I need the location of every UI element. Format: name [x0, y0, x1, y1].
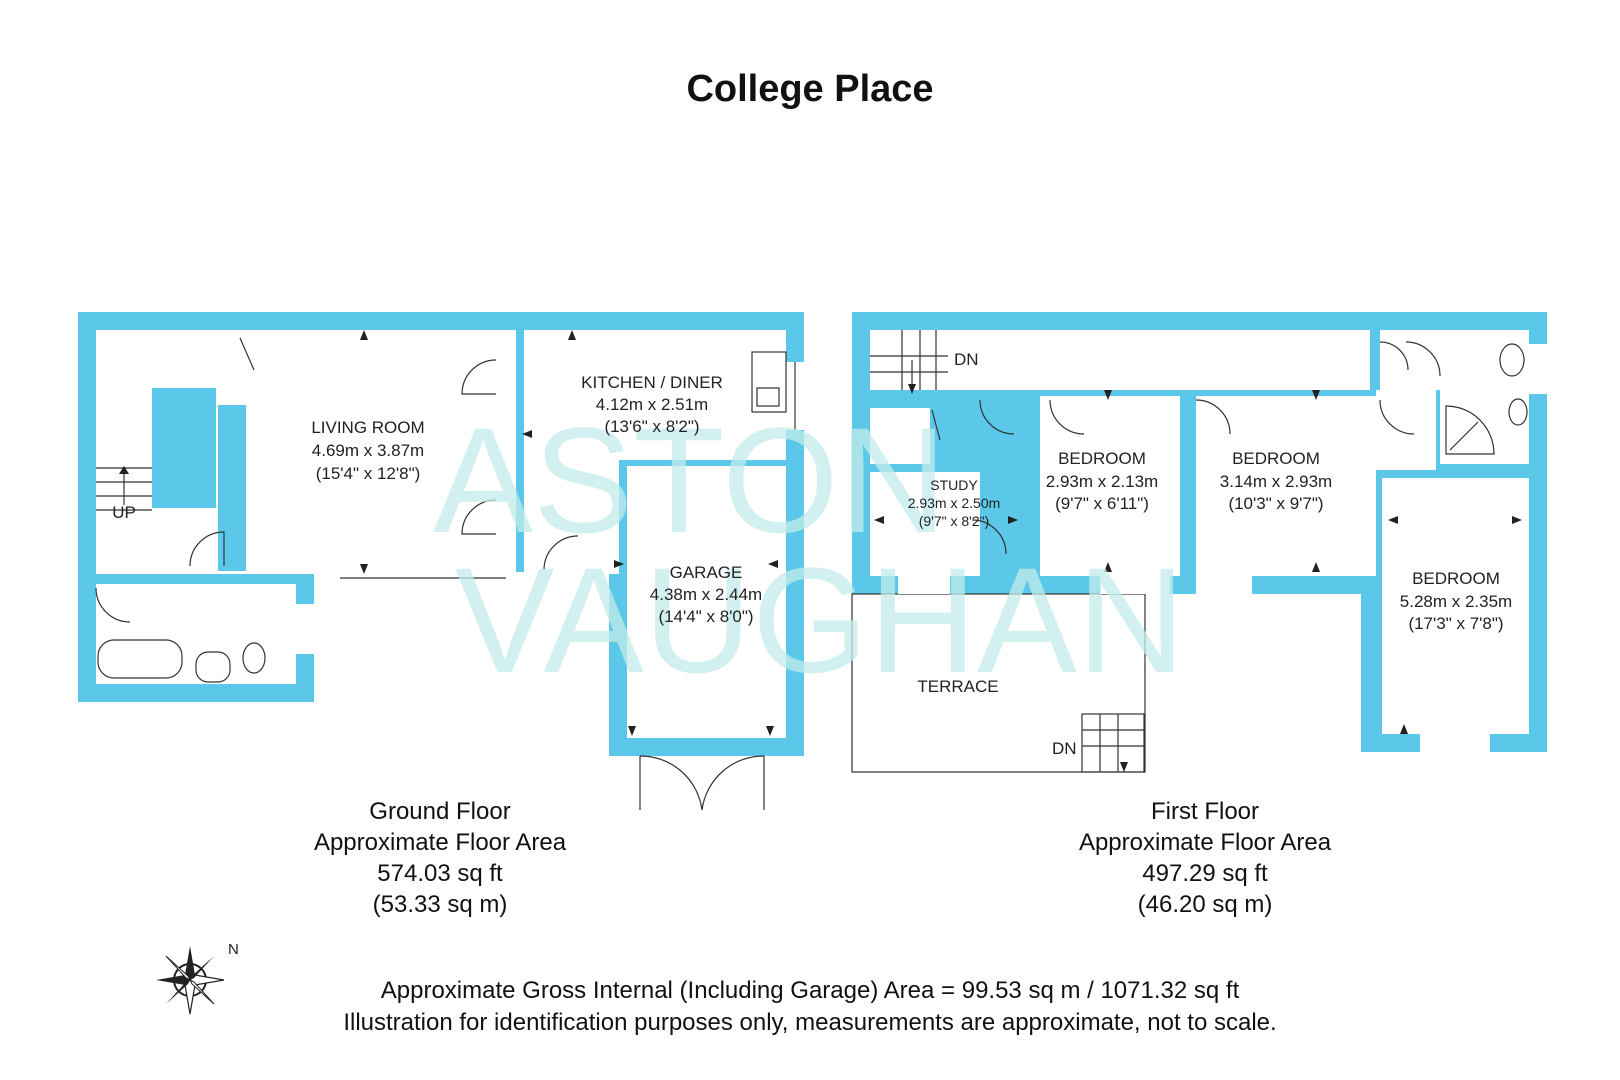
shower-icon: [1445, 405, 1495, 455]
caption-sqft: 497.29 sq ft: [1142, 860, 1268, 887]
study-floor: [870, 472, 980, 576]
garage-door-left: [639, 755, 703, 811]
garage-door-right: [701, 755, 765, 811]
room-label-kitchen: KITCHEN / DINER 4.12m x 2.51m (13'6" x 8…: [581, 373, 723, 436]
room-metric: 5.28m x 2.35m: [1400, 592, 1512, 611]
toilet-icon: [242, 642, 266, 674]
room-imperial: (10'3" x 9'7"): [1228, 494, 1323, 513]
room-label-bedroom-3: BEDROOM 5.28m x 2.35m (17'3" x 7'8"): [1400, 569, 1512, 633]
terrace-stairs: [1081, 713, 1145, 773]
kitchen-floor: [524, 330, 786, 460]
first-floor-caption: First Floor Approximate Floor Area 497.2…: [1035, 796, 1375, 920]
terrace-stairs-label: DN: [1052, 739, 1077, 758]
ground-floor-plan: [78, 312, 804, 811]
compass-rose-icon: [156, 946, 225, 1015]
caption-sqft: 574.03 sq ft: [377, 860, 503, 887]
room-name: KITCHEN / DINER: [581, 373, 723, 392]
room-imperial: (13'6" x 8'2"): [604, 417, 699, 436]
bedroom-1-floor: [1040, 396, 1180, 576]
caption-label: Approximate Floor Area: [1078, 829, 1332, 856]
gross-area-text: Approximate Gross Internal (Including Ga…: [380, 977, 1240, 1004]
room-metric: 4.69m x 3.87m: [312, 441, 424, 460]
watermark-line-2: VAUGHAN: [455, 536, 1186, 704]
room-metric: 2.93m x 2.13m: [1046, 472, 1158, 491]
terrace-area: [851, 593, 1146, 773]
toilet-icon: [1499, 343, 1525, 377]
room-name: BEDROOM: [1232, 449, 1320, 468]
landing-floor: [870, 330, 1370, 390]
room-imperial: (9'7" x 8'2"): [919, 513, 990, 529]
stairs-down: [870, 330, 948, 394]
first-floor-plan: [851, 312, 1547, 773]
room-label-garage: GARAGE 4.38m x 2.44m (14'4" x 8'0"): [650, 563, 762, 626]
room-imperial: (14'4" x 8'0"): [658, 607, 753, 626]
basin-icon: [195, 651, 231, 683]
room-label-study: STUDY 2.93m x 2.50m (9'7" x 8'2"): [908, 477, 1001, 529]
watermark-line-1: ASTON: [433, 396, 947, 564]
terrace-label: TERRACE: [917, 677, 998, 696]
room-metric: 3.14m x 2.93m: [1220, 472, 1332, 491]
shower-room-floor: [1440, 330, 1529, 464]
room-imperial: (9'7" x 6'11"): [1055, 494, 1149, 513]
room-name: BEDROOM: [1412, 569, 1500, 588]
footer: Approximate Gross Internal (Including Ga…: [230, 975, 1390, 1039]
room-name: LIVING ROOM: [311, 418, 424, 437]
compass-north-label: N: [228, 941, 239, 958]
page-title: College Place: [686, 68, 934, 110]
room-label-bedroom-1: BEDROOM 2.93m x 2.13m (9'7" x 6'11"): [1046, 449, 1158, 513]
room-name: STUDY: [930, 477, 978, 493]
caption-floor: First Floor: [1151, 798, 1259, 825]
room-label-living-room: LIVING ROOM 4.69m x 3.87m (15'4" x 12'8"…: [311, 418, 424, 483]
room-metric: 4.12m x 2.51m: [596, 395, 708, 414]
ground-floor-caption: Ground Floor Approximate Floor Area 574.…: [270, 796, 610, 920]
bedroom-3-floor: [1382, 478, 1529, 734]
stairs-down-label: DN: [954, 350, 979, 369]
room-metric: 2.93m x 2.50m: [908, 495, 1001, 511]
room-metric: 4.38m x 2.44m: [650, 585, 762, 604]
stair-core: [152, 388, 216, 508]
basin-icon: [1508, 398, 1528, 426]
caption-sqm: (53.33 sq m): [372, 891, 508, 918]
garage-floor: [627, 466, 786, 738]
bedroom-2-floor: [1196, 396, 1376, 576]
room-label-bedroom-2: BEDROOM 3.14m x 2.93m (10'3" x 9'7"): [1220, 449, 1332, 513]
room-name: BEDROOM: [1058, 449, 1146, 468]
sink-icon: [751, 351, 787, 413]
disclaimer-text: Illustration for identification purposes…: [343, 1009, 1277, 1036]
caption-floor: Ground Floor: [369, 798, 511, 825]
stairs-up-label: UP: [112, 503, 136, 522]
caption-label: Approximate Floor Area: [313, 829, 567, 856]
room-imperial: (15'4" x 12'8"): [316, 464, 421, 483]
caption-sqm: (46.20 sq m): [1137, 891, 1273, 918]
bath-icon: [97, 639, 183, 679]
room-name: GARAGE: [670, 563, 743, 582]
room-imperial: (17'3" x 7'8"): [1408, 614, 1503, 633]
